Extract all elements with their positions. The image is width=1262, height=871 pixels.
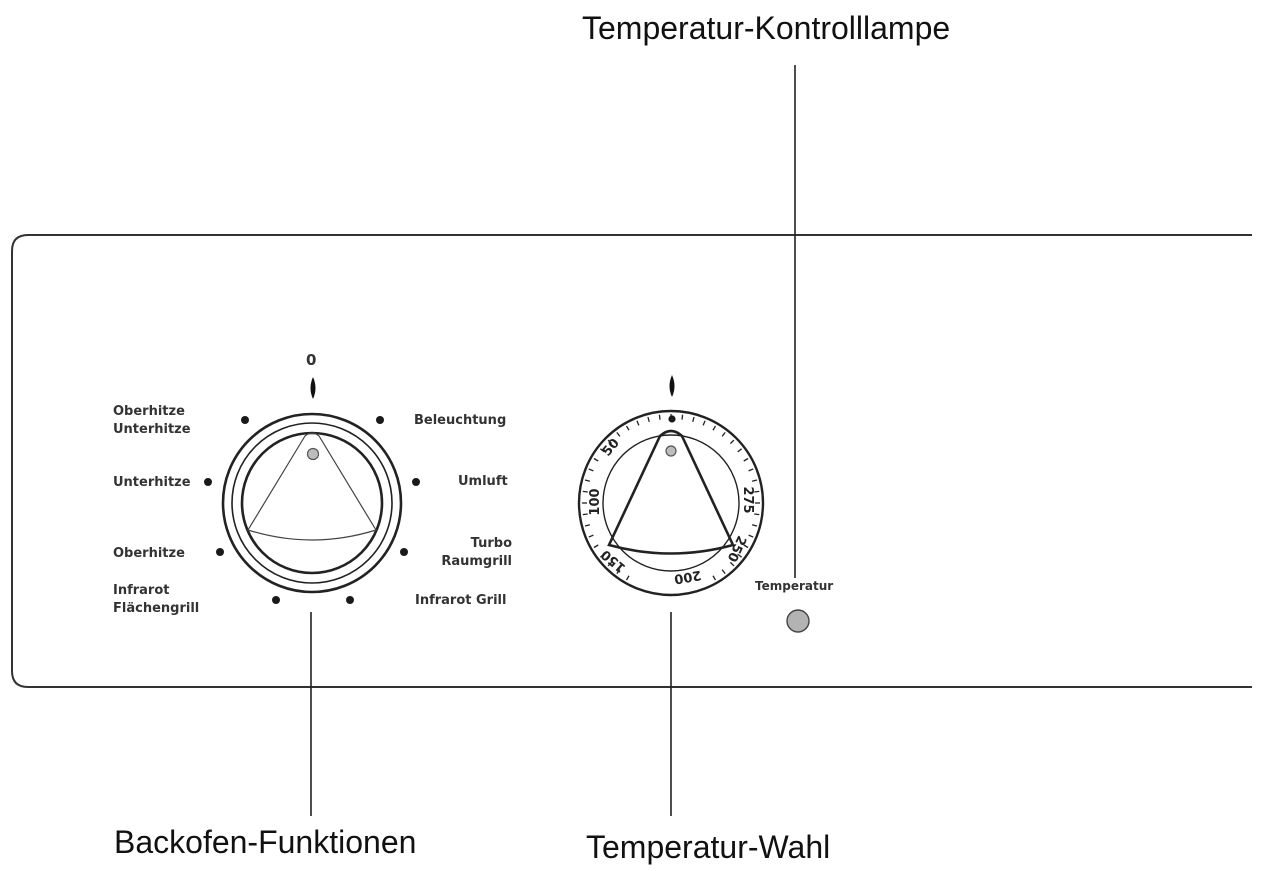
label-oberhitze-unterhitze: Oberhitze Unterhitze (113, 403, 191, 439)
scale-tick (599, 553, 605, 558)
scale-tick (712, 425, 717, 431)
temperature-knob-grip (607, 429, 735, 555)
scale-tick (737, 553, 743, 558)
scale-tick (748, 468, 754, 472)
scale-tick (593, 544, 599, 549)
scale-tick (743, 544, 749, 549)
temperature-scale-ticks (582, 414, 760, 581)
scale-tick (588, 468, 594, 472)
temperature-knob-pointer (669, 375, 675, 397)
label-infrarot-grill: Infrarot Grill (415, 593, 507, 608)
scale-label-275: 275 (740, 486, 755, 513)
label-oberhitze-unterhitze-line1: Oberhitze (113, 404, 185, 419)
scale-tick (588, 534, 594, 538)
scale-tick (582, 513, 588, 516)
control-panel-outline (11, 234, 1252, 688)
temperature-knob-marker-dot (665, 445, 677, 457)
scale-tick (729, 561, 735, 567)
label-beleuchtung: Beleuchtung (414, 413, 507, 428)
temperature-knob-top-dot (668, 415, 676, 423)
dot-infrarot-grill (346, 596, 354, 604)
dot-turbo-raumgrill (400, 548, 408, 556)
temperature-indicator-lamp (786, 609, 810, 633)
temperature-select-callout: Temperatur-Wahl (586, 829, 831, 865)
label-infrarot-flaechengrill-line2: Flächengrill (113, 601, 200, 616)
dot-oberhitze (216, 548, 224, 556)
label-infrarot-flaechengrill: Infrarot Flächengrill (113, 582, 199, 618)
dot-infrarot-flaechengrill (272, 596, 280, 604)
scale-tick (636, 420, 640, 426)
label-turbo-raumgrill-line1: Turbo (470, 536, 512, 551)
scale-tick (599, 448, 605, 453)
function-knob-grip (247, 432, 377, 541)
scale-tick (754, 490, 760, 493)
scale-tick (658, 414, 661, 420)
scale-tick (584, 524, 591, 527)
scale-tick (582, 490, 588, 493)
label-oberhitze: Oberhitze (113, 546, 185, 561)
scale-tick (616, 569, 621, 575)
label-oberhitze-unterhitze-line2: Unterhitze (113, 422, 191, 437)
scale-tick (751, 479, 758, 482)
function-knob-zero-pointer (310, 377, 316, 399)
scale-label-150: 150 (599, 546, 629, 575)
scale-tick (593, 457, 599, 462)
scale-label-200: 200 (673, 567, 702, 586)
label-umluft: Umluft (458, 474, 508, 489)
scale-tick (743, 457, 749, 462)
indicator-lamp-callout: Temperatur-Kontrolllampe (582, 10, 951, 46)
scale-tick (692, 416, 695, 423)
scale-tick (721, 569, 726, 575)
scale-tick (721, 431, 726, 437)
scale-tick (751, 524, 758, 527)
function-knob[interactable] (221, 412, 403, 594)
scale-tick (625, 425, 630, 431)
dot-unterhitze (204, 478, 212, 486)
oven-functions-callout: Backofen-Funktionen (114, 824, 417, 860)
temperature-knob[interactable]: 50 100 150 200 250 275 (577, 409, 765, 597)
scale-tick (584, 479, 591, 482)
scale-label-100: 100 (588, 488, 603, 515)
function-knob-marker-dot (306, 447, 320, 461)
function-knob-zero-label: 0 (306, 351, 317, 369)
label-turbo-raumgrill: Turbo Raumgrill (422, 535, 512, 571)
scale-tick (748, 534, 754, 538)
scale-tick (681, 414, 684, 420)
scale-tick (625, 575, 630, 581)
scale-tick (729, 439, 735, 445)
scale-tick (607, 561, 613, 567)
scale-tick (647, 416, 650, 423)
scale-tick (712, 575, 717, 581)
dot-umluft (412, 478, 420, 486)
label-unterhitze: Unterhitze (113, 475, 191, 490)
scale-tick (702, 420, 706, 426)
dot-oberhitze-unterhitze (241, 416, 249, 424)
scale-tick (737, 448, 743, 453)
scale-tick (754, 513, 760, 516)
temperature-indicator-label: Temperatur (755, 579, 834, 593)
scale-tick (616, 431, 621, 437)
scale-tick (607, 439, 613, 445)
label-turbo-raumgrill-line2: Raumgrill (441, 554, 512, 569)
label-infrarot-flaechengrill-line1: Infrarot (113, 583, 170, 598)
dot-beleuchtung (376, 416, 384, 424)
